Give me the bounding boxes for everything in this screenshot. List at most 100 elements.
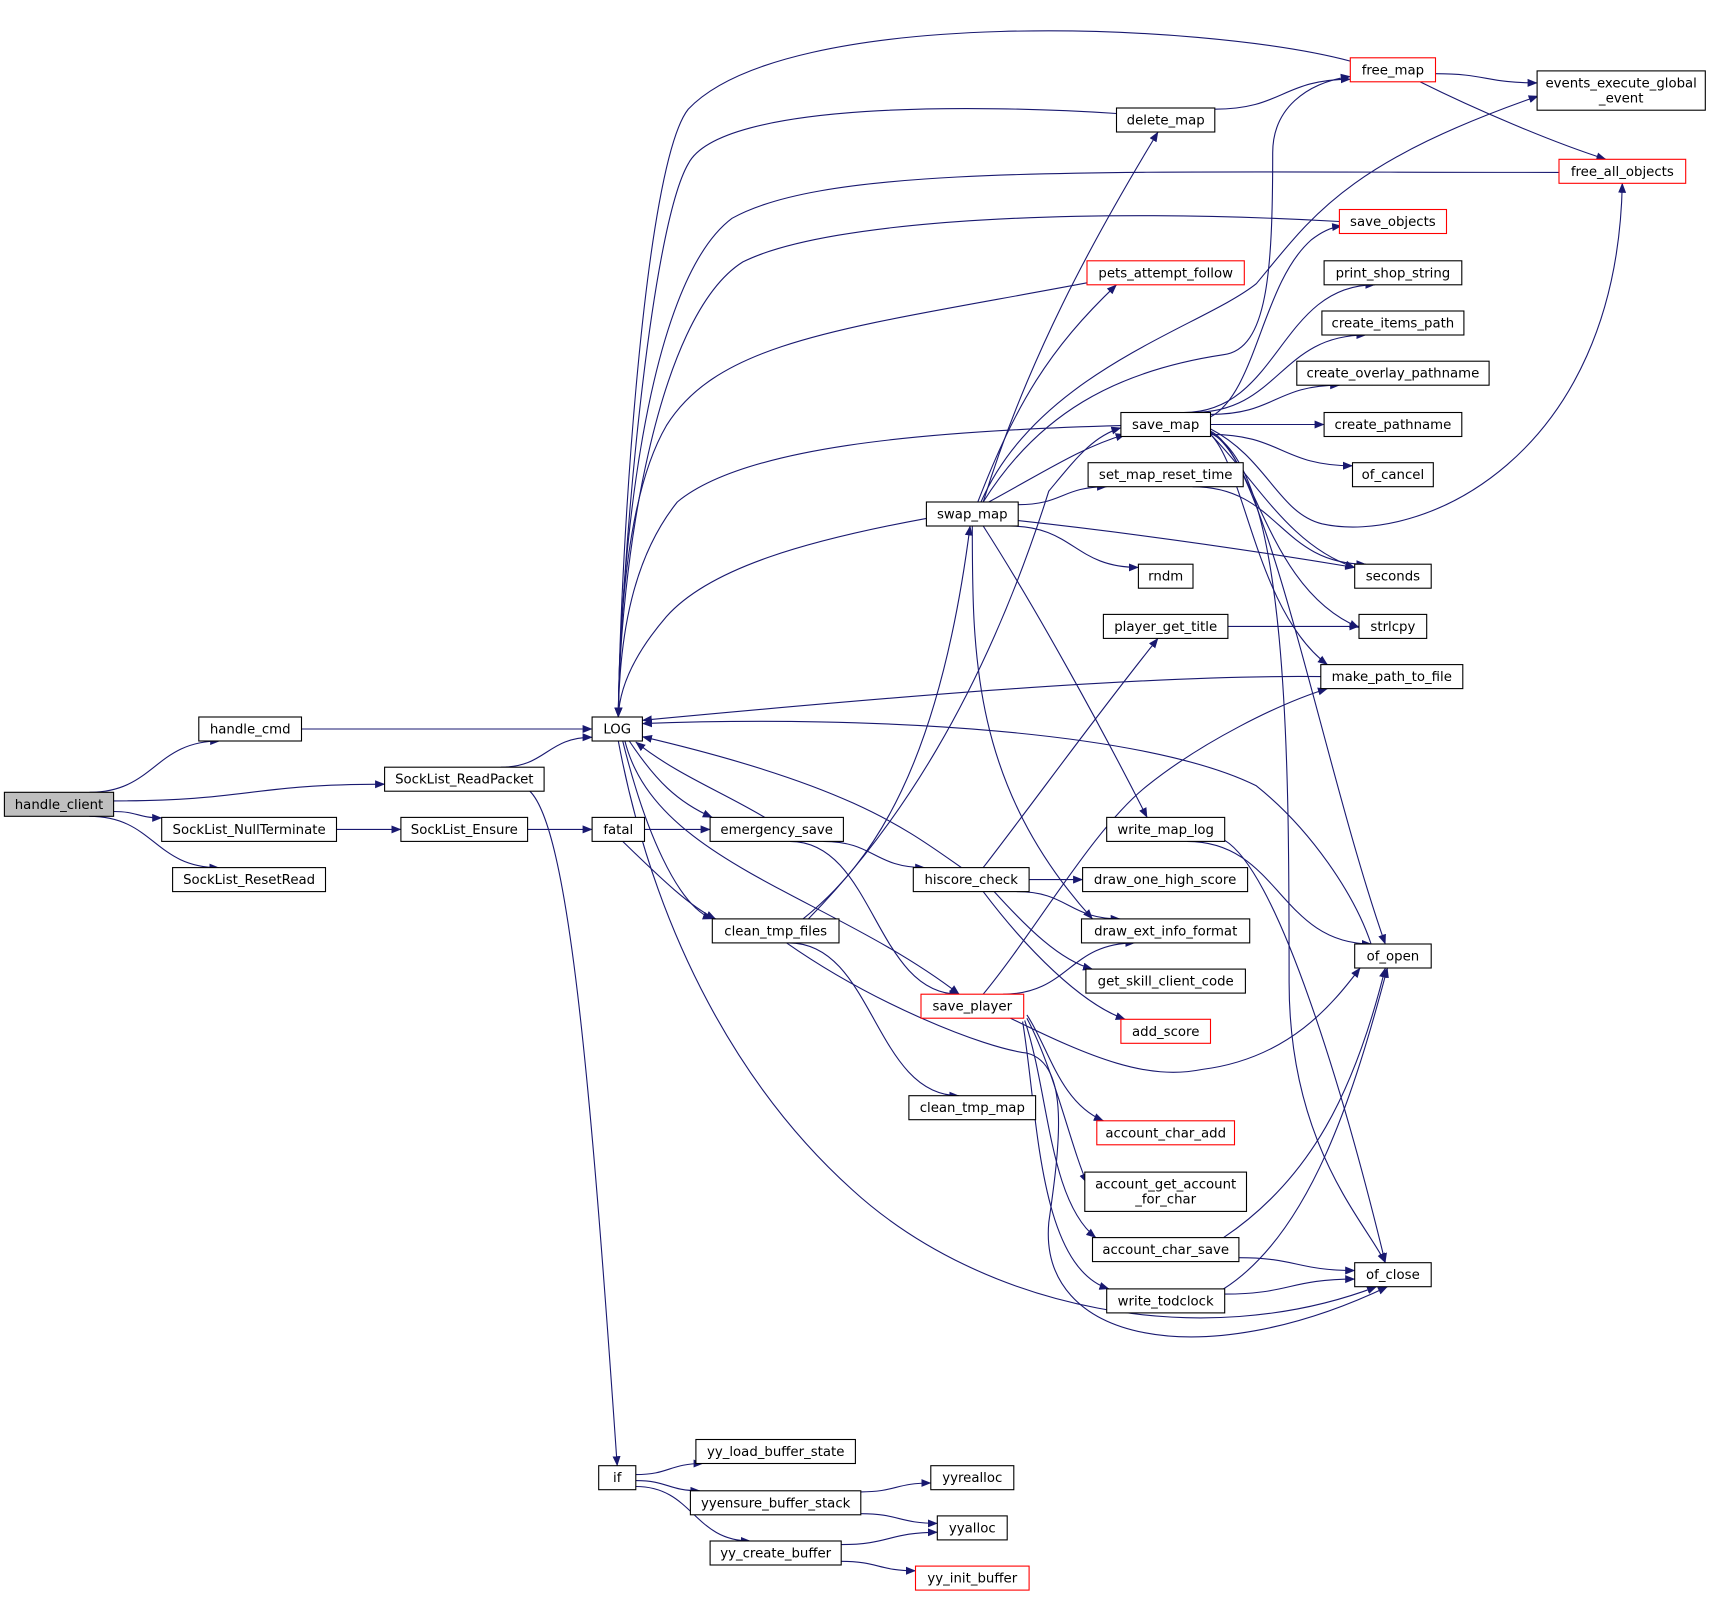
node-account-char-save[interactable]: account_char_save (1091, 1237, 1240, 1263)
node-save-objects[interactable]: save_objects (1338, 208, 1448, 235)
node-box (1321, 310, 1465, 336)
node-label: save_player (933, 1000, 1013, 1015)
node-label: clean_tmp_files (724, 924, 827, 939)
node-box (689, 1490, 862, 1516)
node-make-path[interactable]: make_path_to_file (1320, 664, 1464, 690)
node-account-get[interactable]: account_get_account_for_char (1084, 1171, 1248, 1212)
node-box (1106, 1288, 1226, 1314)
node-pets[interactable]: pets_attempt_follow (1086, 260, 1245, 286)
node-delete-map[interactable]: delete_map (1115, 107, 1216, 133)
edge-log-to-clean-tmp-files (622, 740, 713, 920)
node-create-items[interactable]: create_items_path (1321, 310, 1465, 336)
node-get-skill[interactable]: get_skill_client_code (1085, 968, 1246, 994)
node-box (400, 816, 529, 842)
edge-set-map-reset-time-to-seconds (1192, 486, 1367, 569)
node-log[interactable]: LOG (591, 716, 643, 742)
node-label: SockList_ReadPacket (395, 773, 533, 788)
node-yyrealloc[interactable]: yyrealloc (930, 1465, 1015, 1491)
node-yy-load[interactable]: yy_load_buffer_state (695, 1438, 856, 1465)
node-label: save_objects (1350, 215, 1436, 230)
node-readpacket[interactable]: SockList_ReadPacket (384, 766, 545, 792)
node-clean-tmp-files[interactable]: clean_tmp_files (711, 918, 840, 944)
node-label: account_char_add (1105, 1126, 1226, 1141)
node-box (198, 716, 303, 742)
node-free-map[interactable]: free_map (1349, 57, 1437, 83)
node-create-pathname[interactable]: create_pathname (1323, 411, 1463, 438)
node-save-map[interactable]: save_map (1120, 411, 1212, 438)
edge-save-player-to-make-path (982, 687, 1328, 995)
node-handle-client[interactable]: handle_client (3, 791, 115, 817)
node-save-player[interactable]: save_player (920, 993, 1025, 1019)
edge-free-all-objects-to-log (614, 171, 1560, 718)
node-label: write_todclock (1118, 1294, 1214, 1309)
node-label: _event (1598, 92, 1644, 107)
edge-swap-map-to-set-map-reset-time (1018, 482, 1108, 506)
node-swap-map[interactable]: swap_map (925, 501, 1019, 527)
edge-save-player-to-write-todclock (1022, 1021, 1110, 1290)
node-draw-ext[interactable]: draw_ext_info_format (1080, 918, 1251, 944)
node-if[interactable]: if (598, 1465, 637, 1491)
edge-handle-client-to-nullterm (113, 810, 163, 822)
node-box (920, 993, 1025, 1019)
node-seconds[interactable]: seconds (1354, 563, 1432, 589)
node-strlcpy[interactable]: strlcpy (1358, 613, 1428, 639)
node-box (936, 1515, 1008, 1541)
node-of-cancel[interactable]: of_cancel (1351, 462, 1434, 488)
edge-pets-to-log (614, 281, 1094, 718)
node-emergency-save[interactable]: emergency_save (709, 816, 844, 842)
node-print-shop[interactable]: print_shop_string (1323, 260, 1463, 286)
edge-swap-map-to-save-map (988, 433, 1126, 503)
edge-save-map-to-seconds (1210, 434, 1356, 569)
node-clean-tmp-map[interactable]: clean_tmp_map (908, 1095, 1037, 1121)
edge-clean-tmp-files-to-clean-tmp-map (788, 942, 960, 1100)
node-box (1354, 1262, 1432, 1288)
node-ensure[interactable]: SockList_Ensure (400, 816, 529, 842)
node-yyalloc[interactable]: yyalloc (936, 1515, 1008, 1541)
node-write-todclock[interactable]: write_todclock (1106, 1288, 1226, 1314)
node-resetread[interactable]: SockList_ResetRead (172, 867, 327, 893)
node-account-char-add[interactable]: account_char_add (1096, 1120, 1236, 1146)
node-label: of_close (1366, 1268, 1420, 1283)
edge-swap-map-to-draw-ext (971, 525, 1093, 920)
node-box (1085, 968, 1246, 994)
node-add-score[interactable]: add_score (1120, 1018, 1212, 1044)
node-label: swap_map (937, 508, 1008, 523)
node-rndm[interactable]: rndm (1137, 563, 1194, 589)
edge-handle-client-to-readpacket (113, 780, 386, 802)
node-box (598, 1465, 637, 1491)
node-create-overlay[interactable]: create_overlay_pathname (1296, 360, 1490, 386)
edge-save-map-to-create-overlay (1210, 381, 1341, 415)
node-hiscore-check[interactable]: hiscore_check (912, 867, 1030, 893)
edge-clean-tmp-files-to-save-map (808, 426, 1122, 920)
node-of-close[interactable]: of_close (1354, 1262, 1432, 1288)
node-handle-cmd[interactable]: handle_cmd (198, 716, 303, 742)
edge-handle-client-to-handle-cmd (89, 737, 221, 793)
node-yy-create[interactable]: yy_create_buffer (709, 1540, 842, 1566)
node-label: yy_create_buffer (720, 1547, 831, 1562)
node-label: get_skill_client_code (1098, 975, 1234, 990)
edge-account-char-save-to-of-open (1223, 967, 1387, 1239)
node-set-map-reset-time[interactable]: set_map_reset_time (1087, 462, 1244, 488)
node-yyensure[interactable]: yyensure_buffer_stack (689, 1490, 862, 1516)
node-player-get-title[interactable]: player_get_title (1102, 613, 1229, 639)
edge-swap-map-to-log (614, 517, 927, 718)
node-of-open[interactable]: of_open (1354, 943, 1432, 969)
edge-hiscore-check-to-player-get-title (982, 638, 1159, 868)
edge-save-map-to-log (614, 425, 1121, 718)
edge-emergency-save-to-hiscore-check (823, 840, 926, 872)
node-write-map-log[interactable]: write_map_log (1106, 816, 1226, 842)
edge-readpacket-to-log (500, 733, 593, 768)
node-events[interactable]: events_execute_global_event (1536, 70, 1706, 111)
edge-save-map-to-free-all-objects (1210, 182, 1627, 528)
edge-free-map-to-log (614, 30, 1351, 718)
node-free-all-objects[interactable]: free_all_objects (1558, 158, 1687, 184)
node-draw-one[interactable]: draw_one_high_score (1082, 867, 1249, 893)
edge-save-map-to-create-items (1192, 331, 1367, 414)
node-yy-init[interactable]: yy_init_buffer (914, 1565, 1030, 1591)
edge-delete-map-to-log (614, 107, 1117, 718)
node-fatal[interactable]: fatal (591, 816, 646, 842)
node-box (1354, 563, 1432, 589)
node-nullterm[interactable]: SockList_NullTerminate (161, 816, 338, 842)
node-label: delete_map (1127, 114, 1205, 129)
edge-save-player-to-account-get (1026, 1017, 1088, 1184)
